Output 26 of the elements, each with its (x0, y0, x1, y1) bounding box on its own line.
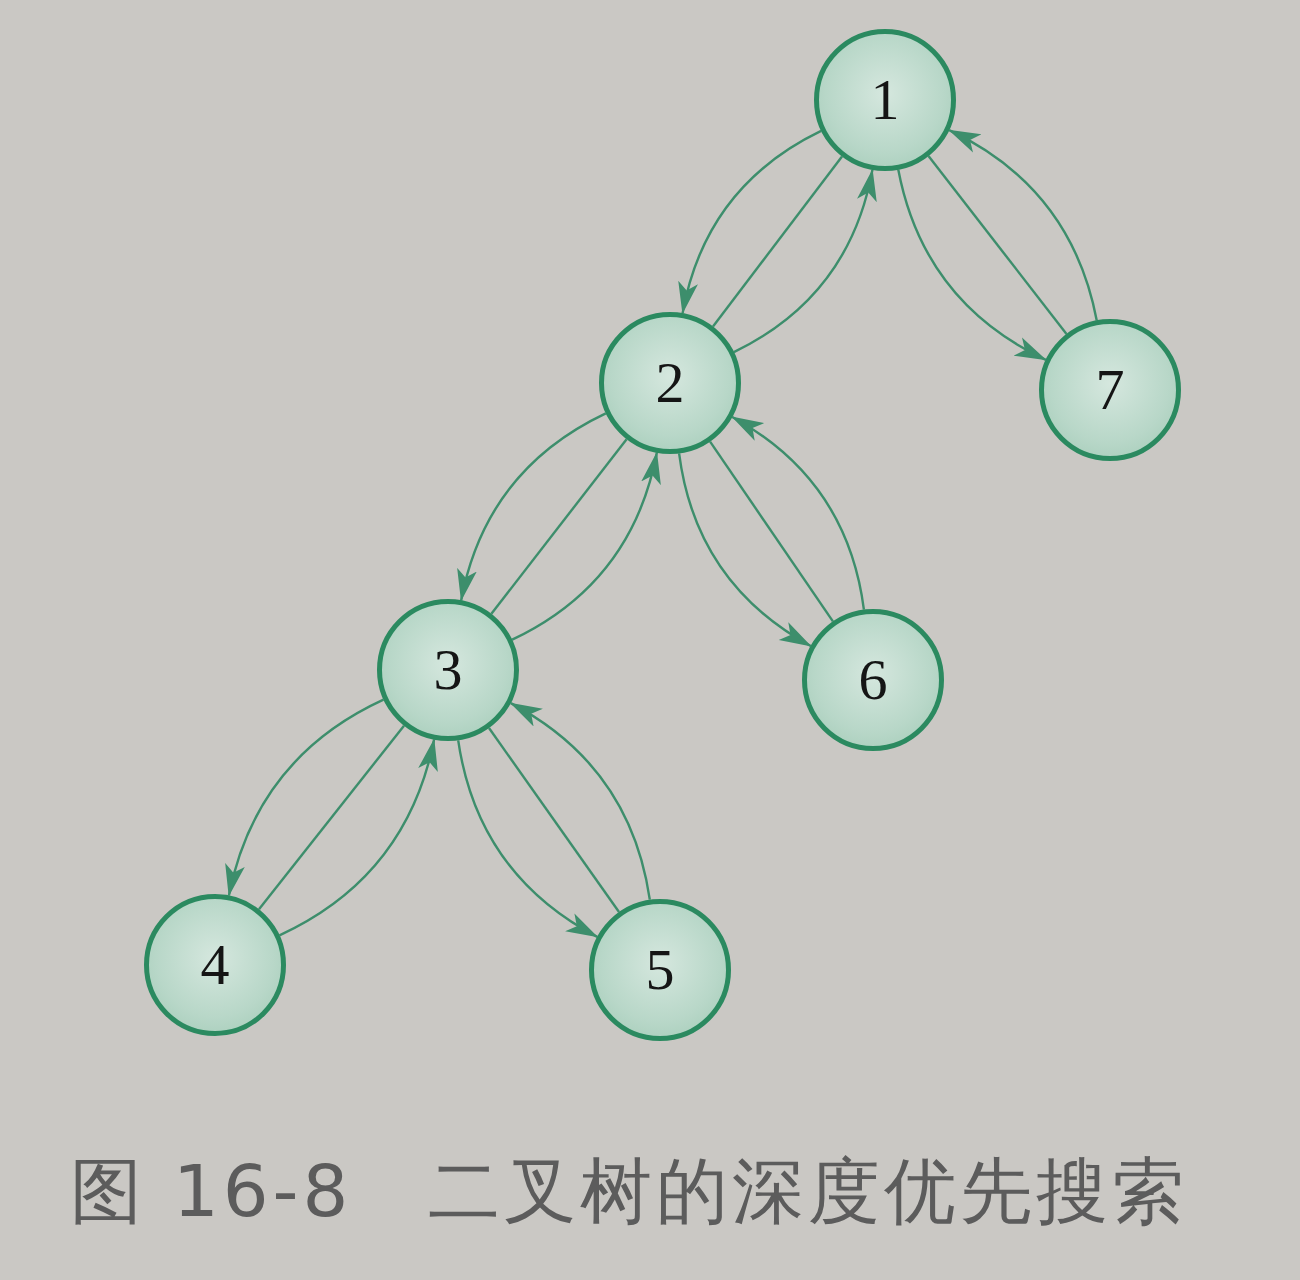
node-circle: 1 (814, 29, 956, 171)
connector-line (709, 440, 834, 623)
connector-line (712, 155, 843, 328)
node-circle: 5 (589, 899, 731, 1041)
curved-arrow (226, 698, 385, 897)
connector-line (927, 155, 1068, 335)
curved-arrow (731, 415, 866, 610)
figure-caption: 图 16-8 二叉树的深度优先搜索 (70, 1148, 1189, 1235)
connector-line (488, 727, 620, 913)
curved-arrow (278, 738, 437, 937)
curved-arrow (458, 412, 607, 602)
curved-arrow (948, 129, 1098, 321)
node-circle: 6 (802, 609, 944, 751)
curved-arrow (457, 740, 599, 938)
curved-arrow (677, 453, 812, 648)
connector-line (258, 724, 405, 911)
node-circle: 7 (1039, 319, 1181, 461)
node-circle: 4 (144, 894, 286, 1036)
curved-arrow (679, 129, 822, 315)
curved-arrow (897, 169, 1047, 361)
node-circle: 3 (377, 599, 519, 741)
curved-arrow (733, 168, 876, 354)
connector-line (490, 438, 628, 615)
node-circle: 2 (599, 312, 741, 454)
curved-arrow (511, 451, 660, 641)
curved-arrow (509, 702, 651, 900)
